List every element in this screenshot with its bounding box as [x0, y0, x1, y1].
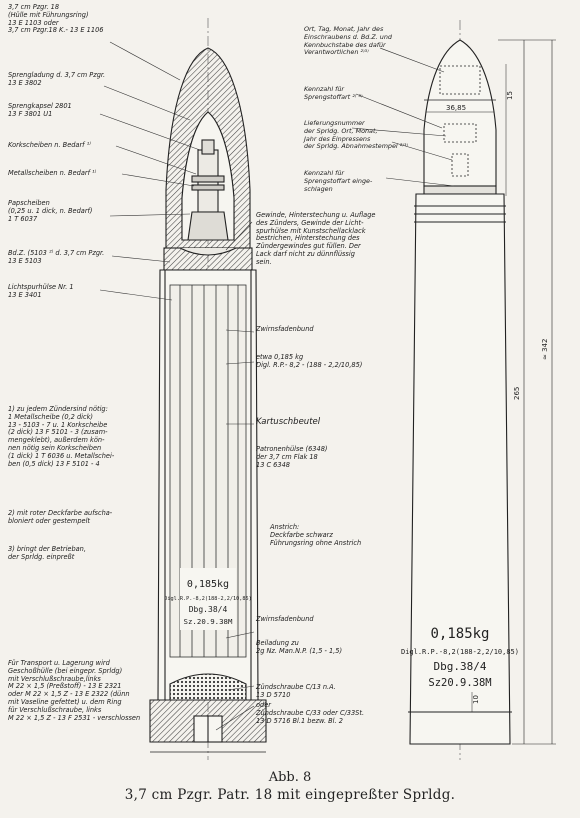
label-explosive-code: Kennzahl für Sprengstoffart ²⁾ ³⁾	[304, 85, 363, 101]
external-view	[408, 20, 556, 760]
inner-marking-2: Dbg.38/4	[189, 605, 228, 614]
label-thread-note: Gewinde, Hinterstechung u. Auflage des Z…	[256, 211, 376, 266]
igniter-charge	[169, 673, 247, 701]
inner-marking-0: 0,185kg	[187, 579, 229, 590]
label-metal-discs: Metallscheiben n. Bedarf ¹⁾	[8, 169, 97, 177]
transport-note: Für Transport u. Lagerung wird Geschoßhü…	[8, 659, 141, 722]
label-lot-number: Lieferungsnummer der Sprldg. Ort, Monat,…	[304, 119, 408, 151]
projectile-outline	[423, 39, 497, 187]
label-tracer: Lichtspurhülse Nr. 1 13 E 3401	[8, 283, 74, 299]
label-projectile: 3,7 cm Pzgr. 18 (Hülle mit Führungsring)…	[8, 3, 104, 35]
label-primer: Zündschraube C/13 n.A. 13 D 5710	[256, 683, 336, 699]
label-thread-bind-1: Zwirnsfadenbund	[256, 325, 314, 333]
dimension-texts: 36,85 265 ≈ 342 10 15	[446, 91, 549, 704]
label-explosive-code-stamped: Kennzahl für Sprengstoffart einge- schla…	[304, 169, 373, 193]
inner-markings: 0,185kg Digl.R.P.-8,2(188-2,2/10,85) Dbg…	[164, 568, 252, 630]
label-paint: Anstrich: Deckfarbe schwarz Führungsring…	[270, 523, 362, 547]
footnote-3: 3) bringt der Betrieban, der Sprldg. ein…	[8, 545, 86, 561]
figure-caption: 3,7 cm Pzgr. Patr. 18 mit eingepreßter S…	[124, 787, 456, 803]
marking-2: Dbg.38/4	[434, 660, 487, 673]
label-propellant-weight: etwa 0,185 kg Digl. R.P.- 8,2 - (188 - 2…	[256, 353, 363, 369]
marking-3: Sz20.9.38M	[428, 677, 491, 689]
sectional-view	[149, 18, 267, 760]
dim-small-10: 10	[472, 695, 480, 704]
dim-length-case: 265	[513, 387, 521, 400]
leader-lines-right	[351, 47, 455, 187]
label-primer-alt: oder Zündschraube C/33 oder C/33St. 13 D…	[256, 701, 365, 725]
footnote-2: 2) mit roter Deckfarbe aufscha- bloniert…	[8, 509, 113, 525]
figure-number: Abb. 8	[268, 770, 312, 785]
external-markings: 0,185kg Digl.R.P.-8,2(188-2,2/10,85) Dbg…	[401, 626, 519, 689]
label-explosive-charge: Sprengladung d. 3,7 cm Pzgr. 13 E 3802	[8, 71, 106, 87]
marking-0: 0,185kg	[430, 626, 489, 642]
dim-small-15: 15	[506, 91, 514, 100]
dim-length-total: ≈ 342	[541, 339, 549, 360]
case-outline	[409, 193, 511, 745]
label-detonator: Sprengkapsel 2801 13 F 3801 U1	[8, 102, 72, 118]
inner-marking-3: Sz.20.9.38M	[184, 617, 233, 626]
label-fuze: Bd.Z. (5103 ²⁾ d. 3,7 cm Pzgr. 13 E 5103	[8, 249, 105, 265]
footnote-1: 1) zu jedem Zündersind nötig: 1 Metallsc…	[8, 405, 115, 468]
label-paper-discs: Papscheiben (0,25 u. 1 dick, n. Bedarf) …	[8, 199, 93, 223]
marking-1: Digl.R.P.-8,2(188-2,2/10,85)	[401, 648, 519, 656]
label-cork-discs: Korkscheiben n. Bedarf ¹⁾	[8, 141, 91, 149]
label-powder-bag: Kartuschbeutel	[256, 417, 321, 427]
inner-marking-1: Digl.R.P.-8,2(188-2,2/10,85)	[164, 596, 251, 602]
label-cartridge-case: Patronenhülse (6348) der 3,7 cm Flak 18 …	[256, 445, 328, 469]
label-thread-bind-2: Zwirnsfadenbund	[256, 615, 314, 623]
label-fuze-date: Ort, Tag, Monat, Jahr des Einschraubens …	[304, 25, 392, 57]
rotating-band-ext	[423, 185, 497, 195]
label-igniter: Beiladung zu 2g Nz. Man.N.P. (1,5 - 1,5)	[256, 639, 343, 655]
leader-lines-left	[99, 41, 255, 731]
dim-width-top: 36,85	[446, 104, 466, 112]
